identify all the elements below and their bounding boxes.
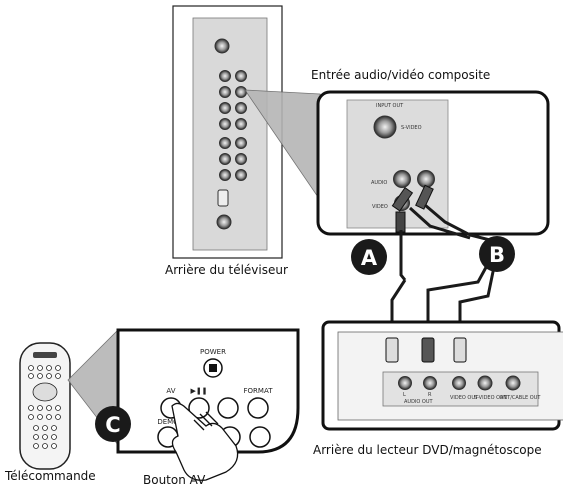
badge-b: B bbox=[479, 236, 515, 272]
tv-back-label: Arrière du téléviseur bbox=[165, 263, 288, 277]
av-button-label: Bouton AV bbox=[143, 473, 206, 487]
svg-text:C: C bbox=[105, 413, 120, 437]
play-pause-label: ▶❚❚ bbox=[190, 387, 207, 395]
dvd-ant-cable-out-jack bbox=[505, 375, 521, 391]
av-cables bbox=[390, 203, 497, 340]
input-out-text: INPUT OUT bbox=[376, 103, 404, 109]
dvd-back-label: Arrière du lecteur DVD/magnétoscope bbox=[313, 443, 542, 457]
format-button[interactable] bbox=[247, 397, 269, 419]
composite-zoom-box: INPUT OUT S-VIDEO AUDIO VIDEO bbox=[316, 90, 550, 236]
dvd-right-text: R bbox=[428, 392, 432, 398]
dvd-left-text: L bbox=[403, 392, 406, 398]
audio-text: AUDIO bbox=[371, 180, 387, 186]
tv-jack-grid-top bbox=[219, 70, 247, 130]
av-label: AV bbox=[166, 387, 175, 395]
demo-label: DEMO bbox=[157, 418, 179, 426]
dvd-rear-panel: L R AUDIO OUT VIDEO OUT S-VIDEO OUT ANT/… bbox=[321, 320, 563, 431]
dvd-audio-out-text: AUDIO OUT bbox=[404, 399, 434, 405]
blank-button-1[interactable] bbox=[217, 397, 239, 419]
dvd-audio-left-jack bbox=[398, 376, 412, 390]
power-stop-icon bbox=[209, 364, 217, 372]
remote-control bbox=[19, 329, 119, 470]
s-video-text: S-VIDEO bbox=[401, 125, 422, 131]
dvd-s-video-out-jack bbox=[477, 375, 493, 391]
svg-text:A: A bbox=[361, 246, 378, 270]
dvd-video-out-jack bbox=[452, 376, 466, 390]
tv-jack-grid-bottom bbox=[219, 137, 247, 181]
dvd-video-out-text: VIDEO OUT bbox=[450, 395, 479, 401]
badge-a: A bbox=[351, 239, 387, 275]
hand-pointer-icon bbox=[171, 402, 239, 481]
format-label: FORMAT bbox=[244, 387, 274, 395]
composite-input-label: Entrée audio/vidéo composite bbox=[311, 68, 490, 82]
svg-text:B: B bbox=[489, 243, 505, 267]
blank-button-3[interactable] bbox=[249, 426, 271, 448]
dvd-s-video-out-text: S-VIDEO OUT bbox=[474, 395, 508, 401]
play-pause-button[interactable] bbox=[188, 397, 210, 419]
power-label: POWER bbox=[200, 348, 226, 356]
remote-label: Télécommande bbox=[4, 469, 96, 483]
remote-zoom-box: POWER AV ▶❚❚ FORMAT DEMO bbox=[116, 328, 300, 481]
dvd-ant-cable-out-text: ANT/CABLE OUT bbox=[500, 395, 541, 401]
video-text: VIDEO bbox=[372, 204, 388, 210]
dvd-audio-right-jack bbox=[423, 376, 437, 390]
tv-rear-panel bbox=[172, 5, 321, 259]
badge-c: C bbox=[95, 406, 131, 442]
